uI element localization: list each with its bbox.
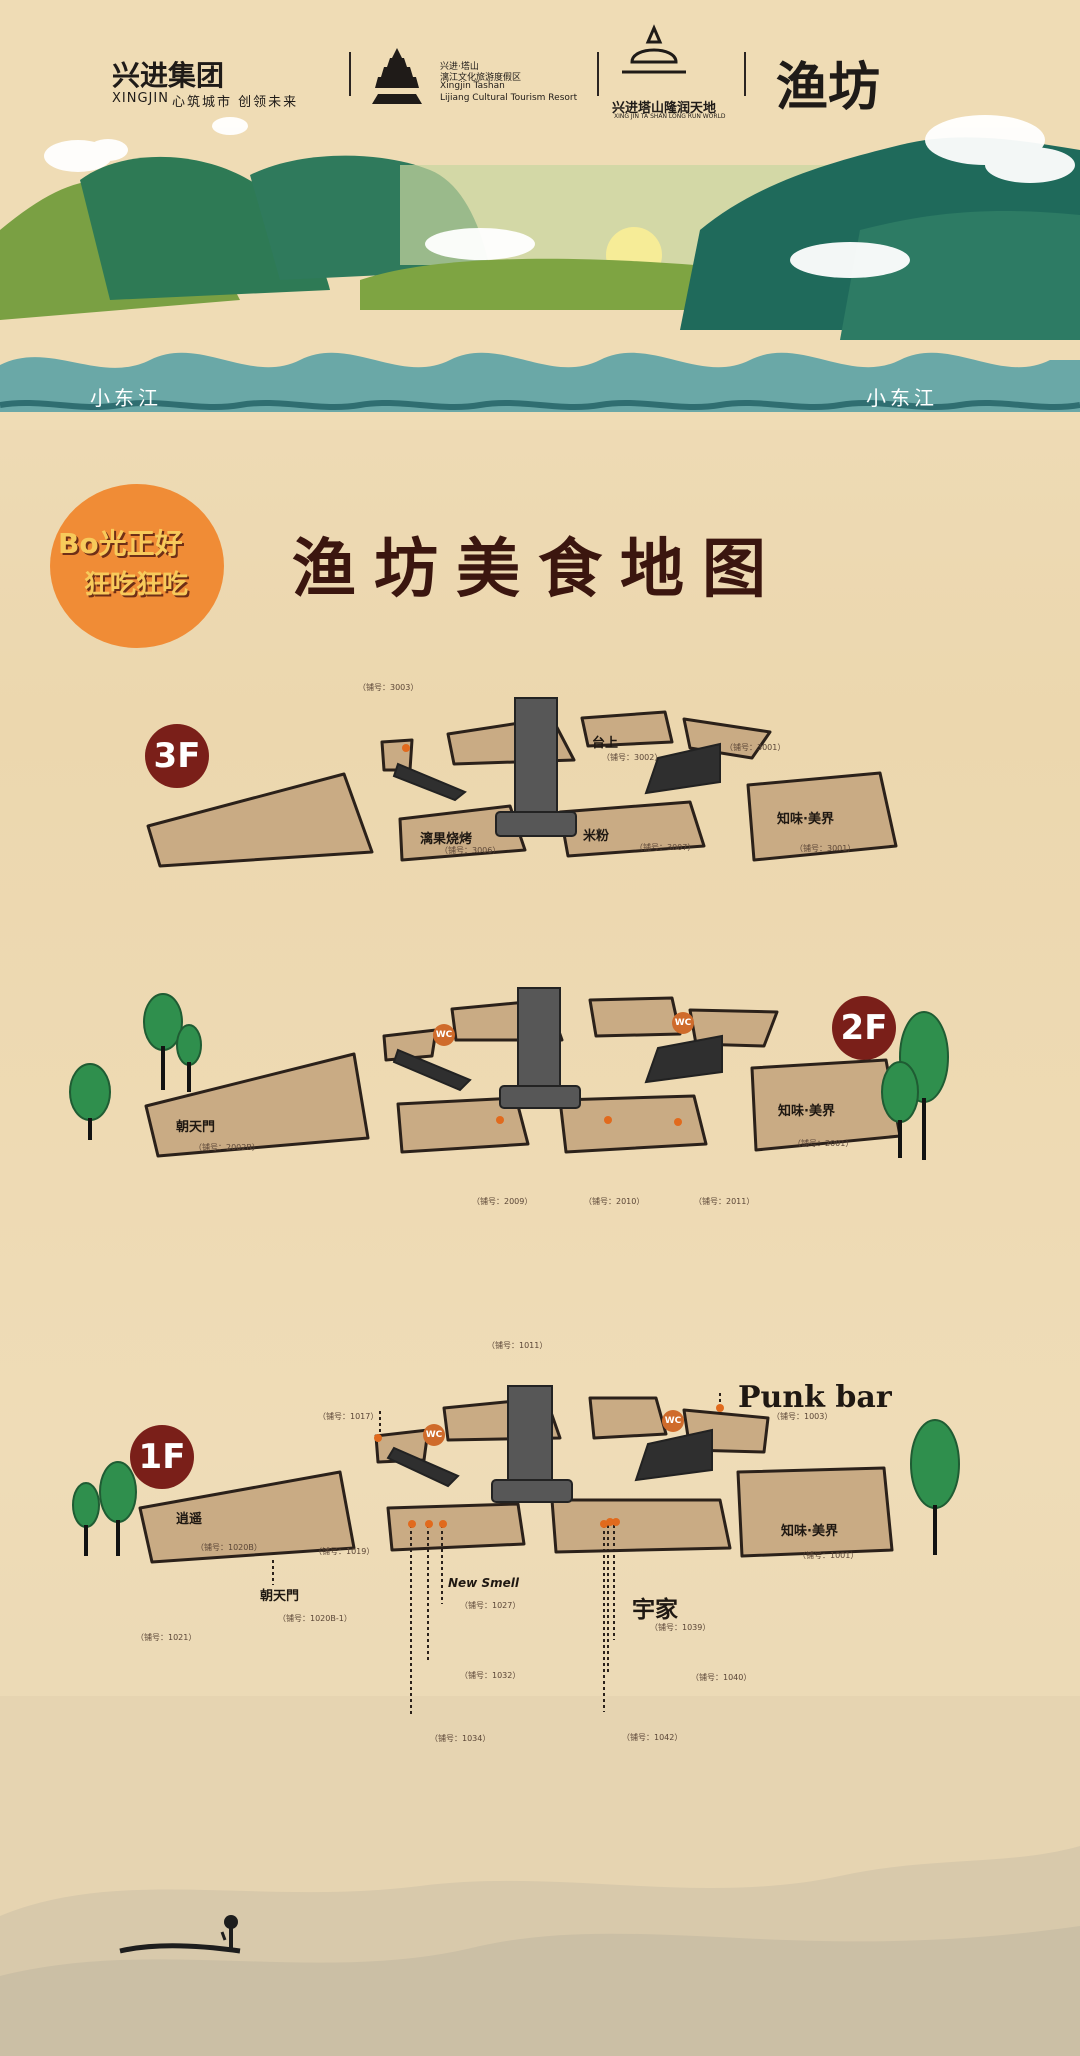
group-name: 兴进集团 (112, 59, 225, 92)
shop-marker (425, 1520, 433, 1528)
separator (597, 52, 599, 96)
shop-number: （铺号：1019） (314, 1547, 375, 1556)
shop-number: （铺号：1003） (772, 1412, 833, 1421)
shop-name: 知味·美界 (781, 1524, 838, 1539)
shop-1027[interactable]: New Smell （铺号：1027） (448, 1576, 520, 1610)
shop-3001[interactable]: 知味·美界 （铺号：3001） (777, 808, 855, 853)
shop-number: （铺号：3003） (358, 683, 419, 692)
badge-line-1: Bo光正好 (58, 527, 183, 560)
floor-badge-3f: 3F (145, 724, 209, 788)
shop-1020b[interactable]: 逍遥 （铺号：1020B） (176, 1508, 262, 1552)
shop-name: 漓果烧烤 (420, 832, 473, 847)
shop-number: （铺号：3007） (635, 843, 696, 852)
group-en: XINGJIN (112, 91, 169, 106)
shop-2001[interactable]: 知味·美界 （铺号：2001） (778, 1100, 853, 1148)
shop-marker (606, 1518, 614, 1526)
resort-en-line1: Xingjin Tashan (440, 81, 505, 91)
shop-name: 米粉 (583, 829, 610, 844)
resort-en-line2: Lijiang Cultural Tourism Resort (440, 93, 578, 103)
shop-marker (674, 1118, 682, 1126)
separator (744, 52, 746, 96)
shop-number: （铺号：2010） (584, 1197, 645, 1206)
river-label-left: 小东江 (90, 386, 162, 410)
pagoda-icon (372, 48, 422, 104)
shop-name: 宇家 (632, 1597, 678, 1623)
page-title: 渔坊美食地图 (292, 532, 784, 607)
restroom-marker-1f-right: WC (662, 1410, 684, 1432)
shop-name: New Smell (448, 1576, 519, 1590)
shop-number: （铺号：3006） (440, 846, 501, 855)
shop-number: （铺号：1017） (318, 1412, 379, 1421)
bottom-landscape-art (0, 1696, 1080, 2056)
shop-number: （铺号：3001） (725, 743, 786, 752)
restroom-marker-2f-left: WC (433, 1024, 455, 1046)
shop-number: （铺号：1021） (136, 1633, 197, 1642)
badge-line-2: 狂吃狂吃 (84, 570, 189, 600)
shop-number: （铺号：1034） (430, 1734, 491, 1743)
shop-name: 朝天門 (176, 1120, 216, 1135)
shop-number: （铺号：1032） (460, 1671, 521, 1680)
shop-name: 台上 (592, 736, 619, 751)
shop-name: 朝天門 (260, 1589, 300, 1604)
shop-number: （铺号：2011） (694, 1197, 755, 1206)
shop-number: （铺号：2009） (472, 1197, 533, 1206)
floor-badge-2f: 2F (832, 996, 896, 1060)
world-en: XING JIN TA SHAN LONG RUN WORLD (614, 113, 726, 120)
shop-3002[interactable]: 台上 （铺号：3002） (592, 732, 662, 762)
restroom-marker-2f-right: WC (672, 1012, 694, 1034)
resort-cn-line1: 兴进·塔山 (440, 62, 479, 72)
shop-number: （铺号：3002） (602, 753, 663, 762)
shop-name: Punk bar (738, 1380, 892, 1415)
river-label-right: 小东江 (866, 386, 938, 410)
shop-number: （铺号：1020B） (196, 1543, 262, 1552)
world-cn: 兴进塔山隆润天地 (612, 101, 717, 116)
shop-2002b[interactable]: 朝天門 （铺号：2002B） (176, 1116, 260, 1152)
shop-marker (604, 1116, 612, 1124)
brand-title: 渔坊 (776, 57, 881, 118)
temple-icon (622, 24, 686, 74)
badge-circle (50, 484, 224, 648)
shop-number: （铺号：1011） (487, 1341, 548, 1350)
shop-name: 知味·美界 (778, 1104, 835, 1119)
shop-marker (612, 1518, 620, 1526)
shop-number: （铺号：1042） (622, 1733, 683, 1742)
shop-3006[interactable]: 漓果烧烤（铺号：3006） (420, 828, 500, 855)
shop-3007[interactable]: 米粉 （铺号：3007） (583, 825, 695, 852)
shop-marker (600, 1520, 608, 1528)
restroom-marker-1f-left: WC (423, 1424, 445, 1446)
floor-badge-1f: 1F (130, 1425, 194, 1489)
shop-1001[interactable]: 知味·美界 （铺号：1001） (781, 1520, 858, 1560)
shop-number: （铺号：3001） (795, 844, 856, 853)
shop-marker (408, 1520, 416, 1528)
shop-marker (439, 1520, 447, 1528)
shop-name: 知味·美界 (777, 812, 834, 827)
shop-marker (374, 1434, 382, 1442)
shop-marker (402, 744, 410, 752)
shop-number: （铺号：1020B-1） (278, 1614, 352, 1623)
shop-number: （铺号：1040） (691, 1673, 752, 1682)
shop-number: （铺号：1001） (798, 1551, 859, 1560)
landscape-art (0, 0, 1080, 430)
separator (349, 52, 351, 96)
shop-name: 逍遥 (176, 1512, 203, 1527)
resort-cn-line2: 漓江文化旅游度假区 (440, 73, 522, 83)
slogan: 心筑城市 创领未来 (172, 95, 299, 110)
shop-number: （铺号：2002B） (194, 1143, 260, 1152)
shop-1020b-1[interactable]: 朝天門 （铺号：1020B-1） (260, 1585, 352, 1623)
shop-number: （铺号：1039） (650, 1623, 711, 1632)
shop-1039[interactable]: 宇家（铺号：1039） (632, 1590, 710, 1632)
shop-number: （铺号：1027） (460, 1601, 521, 1610)
shop-marker (496, 1116, 504, 1124)
shop-number: （铺号：2001） (793, 1139, 854, 1148)
shop-1003[interactable]: Punk bar（铺号：1003） (738, 1380, 892, 1421)
shop-marker (716, 1404, 724, 1412)
